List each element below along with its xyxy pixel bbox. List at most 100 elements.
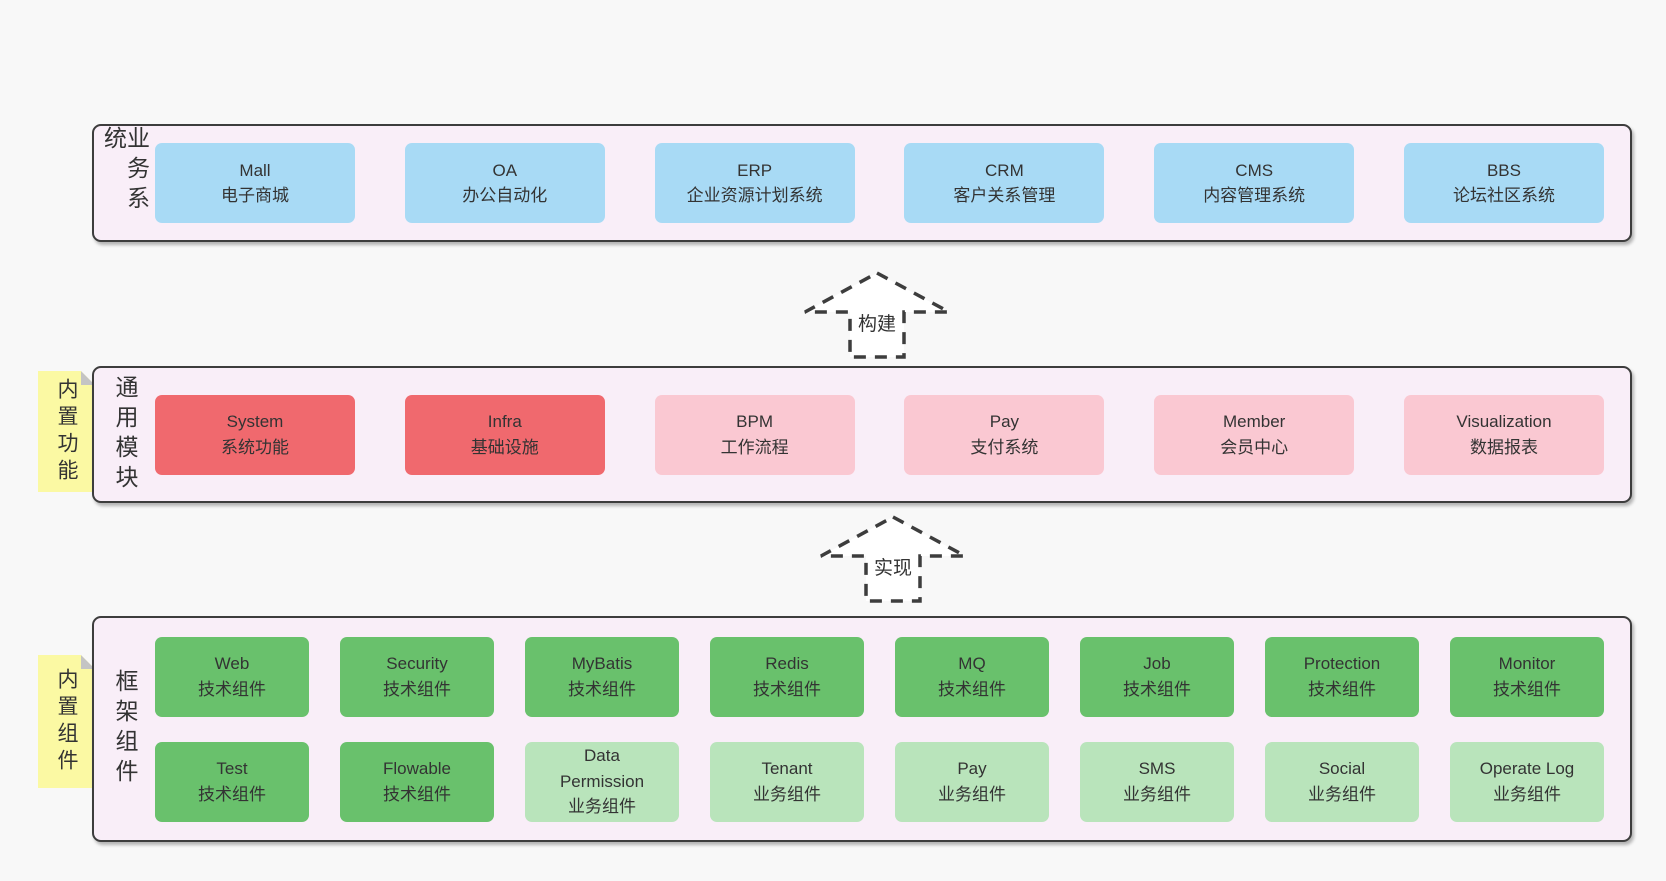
layer-label-column: 框架组件 — [94, 618, 155, 840]
box-title: Web — [214, 654, 250, 673]
box-subtitle: 业务组件 — [1308, 784, 1376, 804]
box-subtitle: 业务组件 — [568, 797, 636, 817]
layer-common-modules: 通用模块 System 系统功能 Infra 基础设施 BPM 工作流程 Pay… — [92, 366, 1632, 503]
layer-label-column: 业务系统 — [94, 126, 155, 240]
box-title: Protection — [1303, 654, 1381, 673]
box-bpm: BPM 工作流程 — [654, 394, 855, 475]
build-arrow-up-icon: 构建 — [801, 268, 953, 365]
box-subtitle: 企业资源计划系统 — [686, 186, 823, 205]
box-mq: MQ 技术组件 — [895, 636, 1049, 717]
arrow-label: 构建 — [858, 313, 896, 335]
box-pay-component: Pay 业务组件 — [895, 741, 1049, 822]
box-subtitle: 电子商城 — [221, 186, 289, 205]
sticky-note-label: 内置组件 — [55, 667, 78, 776]
box-title: Job — [1143, 654, 1171, 673]
box-tenant: Tenant 业务组件 — [710, 741, 864, 822]
box-title: Visualization — [1456, 412, 1552, 431]
layer-title: 业务系统 — [100, 126, 150, 216]
layer-business-systems: 业务系统 Mall 电子商城 OA 办公自动化 ERP 企业资源计划系统 CRM… — [92, 124, 1632, 242]
box-subtitle: 工作流程 — [720, 437, 789, 457]
box-subtitle: 基础设施 — [470, 437, 539, 457]
box-title: Test — [216, 759, 248, 778]
framework-box-row-1: Web 技术组件 Security 技术组件 MyBatis 技术组件 Redi… — [155, 636, 1604, 717]
box-infra: Infra 基础设施 — [404, 394, 605, 475]
box-title: Social — [1318, 759, 1366, 778]
box-erp: ERP 企业资源计划系统 — [654, 143, 855, 223]
box-test: Test 技术组件 — [155, 741, 309, 822]
box-title: Pay — [989, 412, 1020, 431]
box-subtitle: 数据报表 — [1469, 437, 1538, 457]
box-subtitle: 技术组件 — [753, 679, 821, 699]
box-title: System — [226, 412, 284, 431]
box-web: Web 技术组件 — [155, 636, 309, 717]
arrow-label: 实现 — [874, 557, 912, 579]
box-flowable: Flowable 技术组件 — [340, 741, 494, 822]
box-title: Pay — [957, 759, 987, 778]
box-subtitle: 论坛社区系统 — [1452, 186, 1555, 205]
box-title: BPM — [736, 412, 774, 431]
box-job: Job 技术组件 — [1080, 636, 1234, 717]
box-subtitle: 内容管理系统 — [1203, 186, 1306, 205]
sticky-note-built-in-components: 内置组件 — [38, 655, 95, 788]
box-mall: Mall 电子商城 — [155, 143, 355, 223]
box-system: System 系统功能 — [155, 394, 355, 475]
box-subtitle: 技术组件 — [198, 784, 266, 804]
box-subtitle: 技术组件 — [1493, 679, 1561, 699]
box-title: SMS — [1138, 759, 1176, 778]
box-title: Mall — [239, 160, 271, 180]
box-title: Infra — [487, 412, 522, 431]
box-subtitle: 技术组件 — [568, 679, 636, 699]
box-subtitle: 业务组件 — [938, 784, 1006, 804]
framework-box-row-2: Test 技术组件 Flowable 技术组件 Data Permission … — [155, 741, 1604, 822]
box-visualization: Visualization 数据报表 — [1403, 394, 1604, 475]
box-title: Redis — [765, 654, 809, 673]
box-subtitle: 技术组件 — [383, 784, 451, 804]
box-redis: Redis 技术组件 — [710, 636, 864, 717]
box-bbs: BBS 论坛社区系统 — [1403, 143, 1604, 223]
box-subtitle: 技术组件 — [198, 679, 266, 699]
box-pay-system: Pay 支付系统 — [904, 394, 1105, 475]
implement-arrow-up-icon: 实现 — [817, 512, 969, 609]
box-subtitle: 业务组件 — [753, 784, 821, 804]
box-subtitle: 支付系统 — [970, 437, 1039, 457]
box-title: MQ — [958, 654, 986, 673]
layer-title: 框架组件 — [112, 669, 138, 789]
box-subtitle: 技术组件 — [383, 679, 451, 699]
box-subtitle: 会员中心 — [1220, 437, 1289, 457]
box-subtitle: 办公自动化 — [462, 186, 548, 205]
box-subtitle: 技术组件 — [1308, 679, 1376, 699]
box-title: Data Permission — [559, 746, 645, 791]
box-title: CRM — [985, 160, 1024, 180]
box-data-permission: Data Permission 业务组件 — [525, 741, 679, 822]
box-title: Member — [1223, 412, 1286, 431]
box-title: MyBatis — [571, 654, 633, 673]
box-subtitle: 系统功能 — [221, 437, 289, 457]
box-title: Tenant — [761, 759, 813, 778]
box-title: Security — [386, 654, 448, 673]
sticky-note-built-in-features: 内置功能 — [38, 371, 95, 492]
box-title: OA — [492, 160, 518, 180]
box-sms: SMS 业务组件 — [1080, 741, 1234, 822]
box-crm: CRM 客户关系管理 — [904, 143, 1105, 223]
box-title: CMS — [1235, 160, 1274, 180]
box-title: ERP — [737, 160, 773, 180]
box-operate-log: Operate Log 业务组件 — [1450, 741, 1604, 822]
box-title: Operate Log — [1479, 759, 1575, 778]
framework-box-grid: Web 技术组件 Security 技术组件 MyBatis 技术组件 Redi… — [155, 636, 1604, 822]
box-title: BBS — [1486, 160, 1521, 180]
box-cms: CMS 内容管理系统 — [1154, 143, 1355, 223]
box-oa: OA 办公自动化 — [404, 143, 605, 223]
box-subtitle: 业务组件 — [1493, 784, 1561, 804]
layer-label-column: 通用模块 — [94, 368, 155, 501]
box-monitor: Monitor 技术组件 — [1450, 636, 1604, 717]
business-box-row: Mall 电子商城 OA 办公自动化 ERP 企业资源计划系统 CRM 客户关系… — [155, 143, 1604, 223]
box-social: Social 业务组件 — [1265, 741, 1419, 822]
layer-framework-components: 框架组件 Web 技术组件 Security 技术组件 MyBatis 技术组件… — [92, 616, 1632, 842]
box-security: Security 技术组件 — [340, 636, 494, 717]
box-subtitle: 业务组件 — [1123, 784, 1191, 804]
box-mybatis: MyBatis 技术组件 — [525, 636, 679, 717]
modules-box-row: System 系统功能 Infra 基础设施 BPM 工作流程 Pay 支付系统… — [155, 394, 1604, 475]
box-title: Monitor — [1498, 654, 1556, 673]
box-subtitle: 技术组件 — [938, 679, 1006, 699]
